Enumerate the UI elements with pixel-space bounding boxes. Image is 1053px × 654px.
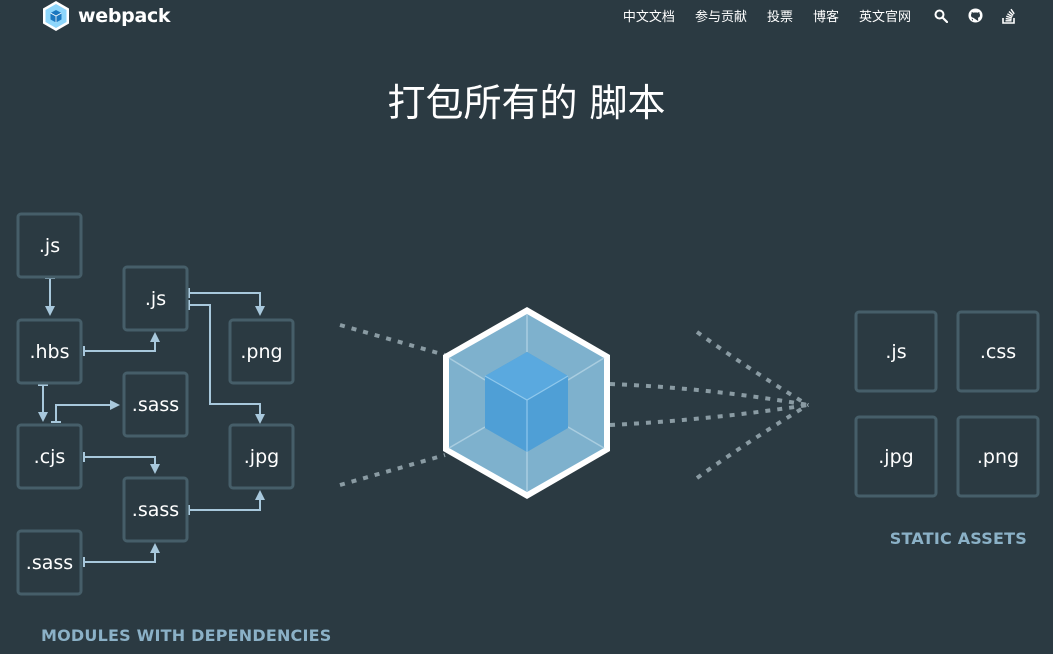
module-box-label: .png <box>240 341 282 363</box>
assets-caption: STATIC ASSETS <box>889 529 1027 548</box>
logo-text: webpack <box>78 5 171 27</box>
module-box-label: .sass <box>132 394 179 416</box>
top-bar: webpack 中文文档 参与贡献 投票 博客 英文官网 <box>0 0 1053 34</box>
module-box: .jpg <box>228 423 295 490</box>
module-box-label: .js <box>145 288 166 310</box>
github-icon[interactable] <box>967 8 983 24</box>
webpack-logo-icon <box>43 1 69 31</box>
module-files: .js .js .hbs .png .sass .cjs .jpg .sass <box>16 212 295 596</box>
search-icon[interactable] <box>933 8 949 24</box>
module-box: .sass <box>16 529 83 596</box>
flow-lines <box>339 323 810 487</box>
module-box: .sass <box>122 476 189 543</box>
stackoverflow-icon[interactable] <box>1001 8 1017 24</box>
modules-caption: MODULES WITH DEPENDENCIES <box>41 626 332 645</box>
module-box: .hbs <box>16 318 83 385</box>
module-box-label: .sass <box>132 499 179 521</box>
asset-box-label: .png <box>977 446 1019 468</box>
main-nav: 中文文档 参与贡献 投票 博客 英文官网 <box>603 6 1017 25</box>
module-box-label: .sass <box>26 552 73 574</box>
module-box: .cjs <box>16 423 83 490</box>
dependency-connectors <box>38 277 265 567</box>
module-box-label: .cjs <box>34 446 66 468</box>
nav-link-contribute[interactable]: 参与贡献 <box>694 10 747 25</box>
hero-title: 打包所有的 脚本 <box>387 81 666 125</box>
asset-box-label: .js <box>885 341 906 363</box>
module-box: .png <box>228 318 295 385</box>
logo-link[interactable]: webpack <box>40 0 171 32</box>
nav-link-english-site[interactable]: 英文官网 <box>858 10 911 25</box>
module-box-label: .js <box>39 235 60 257</box>
module-box-label: .jpg <box>244 446 279 468</box>
module-box: .js <box>16 212 83 279</box>
asset-box: .css <box>956 310 1040 393</box>
asset-box-label: .css <box>980 341 1016 363</box>
asset-box: .png <box>956 415 1040 498</box>
module-box-label: .hbs <box>29 341 69 363</box>
asset-box: .js <box>854 310 938 393</box>
module-box: .js <box>122 265 189 332</box>
module-box: .sass <box>122 371 189 438</box>
nav-link-blog[interactable]: 博客 <box>812 10 839 25</box>
asset-box-label: .jpg <box>878 446 913 468</box>
asset-files: .js .css .jpg .png <box>854 310 1040 498</box>
nav-link-docs[interactable]: 中文文档 <box>622 10 675 25</box>
webpack-cube-icon <box>443 307 610 499</box>
nav-link-vote[interactable]: 投票 <box>766 10 793 25</box>
asset-box: .jpg <box>854 415 938 498</box>
